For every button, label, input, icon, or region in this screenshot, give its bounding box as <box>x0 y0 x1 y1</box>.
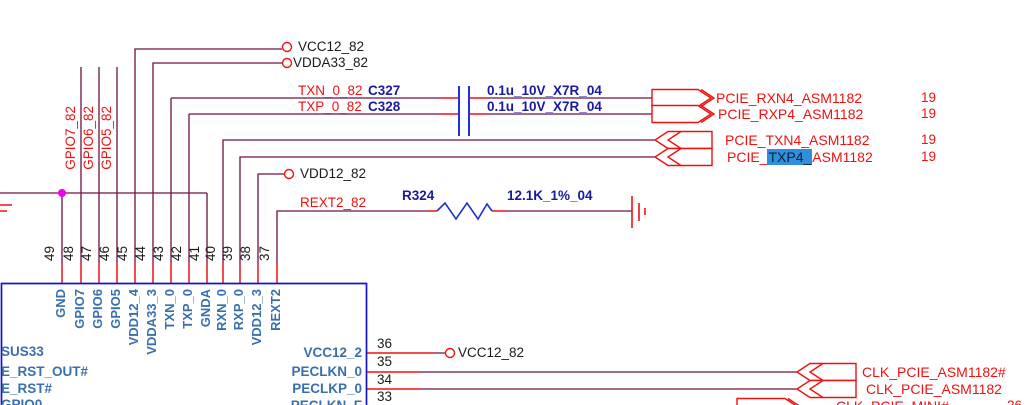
pin-number: 39 <box>220 246 235 262</box>
offpage-connector-pcie-txn4[interactable] <box>653 130 713 150</box>
pin-name: GPIO6 <box>90 289 105 329</box>
cap-value-c327[interactable]: 0.1u_10V_X7R_04 <box>487 83 602 98</box>
power-label-vcc12-bottom[interactable]: VCC12_82 <box>458 345 525 360</box>
pin-number: 36 <box>377 336 393 351</box>
pin-number: 38 <box>238 246 253 262</box>
power-circle-vcc12-top <box>281 41 293 53</box>
label-prefix: PCIE_ <box>727 149 768 165</box>
page-ref: 19 <box>921 149 937 164</box>
chip-body[interactable] <box>0 282 368 405</box>
pin-number: 40 <box>203 246 218 262</box>
pin-name: RXP_0 <box>231 289 246 331</box>
res-value-r324[interactable]: 12.1K_1%_04 <box>507 188 593 203</box>
pin-number: 45 <box>115 246 130 262</box>
pin-name: GNDA <box>198 289 213 328</box>
res-ref-r324[interactable]: R324 <box>402 188 435 203</box>
pin-name: GPIO7 <box>72 289 87 329</box>
pin-number: 34 <box>377 372 393 387</box>
offpage-connector-clk-n[interactable] <box>795 362 857 382</box>
power-circle-vdd12 <box>283 168 295 180</box>
offpage-label-clk-mini[interactable]: CLK_PCIE_MINI# <box>836 399 949 405</box>
page-ref: 26 <box>1007 399 1022 405</box>
power-label-vdda33[interactable]: VDDA33_82 <box>293 55 369 70</box>
power-label-vcc12-top[interactable]: VCC12_82 <box>298 39 365 54</box>
selected-text[interactable]: TXP4_ <box>767 149 813 165</box>
offpage-label-pcie-txn4[interactable]: PCIE_TXN4_ASM1182 <box>725 132 870 148</box>
net-label-rext[interactable]: REXT2_82 <box>300 195 367 210</box>
offpage-connector-pcie-rxp4[interactable] <box>651 104 716 124</box>
pin-number: 48 <box>61 246 76 262</box>
pin-name: REXT2 <box>268 289 283 331</box>
offpage-connector-clk-p[interactable] <box>795 379 857 399</box>
offpage-label-clk-n[interactable]: CLK_PCIE_ASM1182# <box>862 364 1006 380</box>
page-ref: 19 <box>921 132 937 147</box>
power-circle-vdda33 <box>281 57 293 69</box>
offpage-label-pcie-txp4[interactable]: PCIE_TXP4_ASM1182 <box>727 149 873 165</box>
pin-name: SUS33 <box>1 344 44 359</box>
ground-symbol-left-clipped <box>0 204 12 212</box>
pin-number: 49 <box>42 246 57 262</box>
pin-name: PECLKP_0 <box>292 381 362 396</box>
resistor-r324[interactable] <box>436 201 493 221</box>
junction-dot[interactable] <box>58 189 66 197</box>
power-pins[interactable] <box>281 41 456 359</box>
page-ref: 19 <box>921 90 937 105</box>
offpage-connector-pcie-rxn4[interactable] <box>651 88 716 108</box>
pin-name: GND <box>53 289 68 318</box>
wires[interactable] <box>0 48 797 390</box>
pin-name: TXN_0 <box>162 289 177 330</box>
power-label-vdd12[interactable]: VDD12_82 <box>300 166 367 181</box>
label-suffix: ASM1182 <box>812 149 873 165</box>
page-ref: 19 <box>921 106 937 121</box>
net-label-gpio6[interactable]: GPIO6_82 <box>81 106 96 170</box>
offpage-connector-clk-mini[interactable] <box>736 397 801 405</box>
pin-name: E_RST# <box>1 381 53 396</box>
pin-number: 33 <box>377 389 393 404</box>
pin-number: 47 <box>79 246 94 262</box>
cap-ref-c327[interactable]: C327 <box>368 83 401 98</box>
power-circle-vcc12-bottom <box>444 347 456 359</box>
offpage-connector-pcie-txp4[interactable] <box>653 147 713 167</box>
pin-name: PECLKN_F <box>240 399 362 405</box>
offpage-label-pcie-rxp4[interactable]: PCIE_RXP4_ASM1182 <box>718 106 864 122</box>
cap-ref-c328[interactable]: C328 <box>368 99 401 114</box>
offpage-label-pcie-rxn4[interactable]: PCIE_RXN4_ASM1182 <box>716 90 863 106</box>
capacitor-c327-c328[interactable] <box>458 86 470 136</box>
pin-name: VCC12_2 <box>303 345 362 360</box>
offpage-label-clk-p[interactable]: CLK_PCIE_ASM1182 <box>866 381 1002 397</box>
pin-name: VDD12_4 <box>126 289 141 346</box>
pin-name: RXN_0 <box>214 289 229 331</box>
pin-number: 46 <box>97 246 112 262</box>
net-label-gpio5[interactable]: GPIO5_82 <box>99 106 114 170</box>
pin-name: GPIO5 <box>108 289 123 329</box>
pin-name: PECLKN_0 <box>291 364 362 379</box>
pin-number: 35 <box>377 354 393 369</box>
pin-number: 41 <box>187 246 202 262</box>
pin-number: 43 <box>151 246 166 262</box>
net-label-gpio7[interactable]: GPIO7_82 <box>63 106 78 170</box>
cap-value-c328[interactable]: 0.1u_10V_X7R_04 <box>487 99 602 114</box>
pin-name: GPIO0 <box>1 397 43 405</box>
ground-symbol[interactable] <box>631 196 646 228</box>
pin-number: 37 <box>257 246 272 262</box>
pin-name: VDD12_3 <box>249 289 264 346</box>
pin-number: 44 <box>133 246 148 262</box>
net-label-txn[interactable]: TXN_0_82 <box>298 83 363 98</box>
pin-stubs <box>61 97 505 390</box>
pin-name: TXP_0 <box>180 289 195 329</box>
pin-number: 42 <box>169 246 184 262</box>
pin-name: E_RST_OUT# <box>1 364 89 379</box>
net-label-txp[interactable]: TXP_0_82 <box>298 99 362 114</box>
pin-name: VDDA33_3 <box>144 289 159 355</box>
